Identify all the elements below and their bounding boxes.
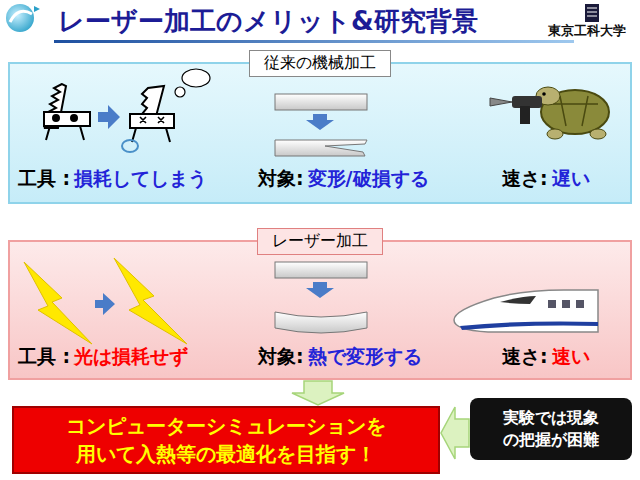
- panel-tab: 従来の機械加工: [249, 50, 391, 77]
- text-row: 工具 :損耗してしまう: [18, 166, 207, 192]
- tab-row: 従来の機械加工: [249, 50, 391, 77]
- process-panel: レーザー加工工具 :光は損耗せず対象:熱で変形する速さ:速い: [8, 240, 632, 380]
- field-value: 光は損耗せず: [74, 344, 188, 370]
- block-arrow: [292, 381, 344, 405]
- title-underline: [54, 40, 574, 43]
- field-name: 対象:: [258, 344, 304, 370]
- saw-tool-new: [44, 84, 90, 140]
- text-row: 対象:熱で変形する: [258, 344, 422, 370]
- saw-tool-worn: [122, 69, 210, 152]
- field-value: 速い: [552, 344, 590, 370]
- field-value: 熱で変形する: [308, 344, 422, 370]
- field-name: 速さ:: [502, 344, 548, 370]
- box-text: 実験では現象 の把握が困難: [500, 407, 602, 452]
- text-row: 対象:変形/破損する: [258, 166, 429, 192]
- university-emblem: [585, 4, 599, 22]
- field-name: 対象:: [258, 166, 304, 192]
- text-row: 速さ:遅い: [502, 166, 590, 192]
- change-arrow: [98, 105, 120, 129]
- tab-row: レーザー加工: [257, 228, 383, 255]
- university-name: 東京工科大学: [548, 22, 626, 40]
- field-value: 変形/破損する: [308, 166, 429, 192]
- block-arrow: [441, 407, 469, 459]
- field-value: 遅い: [552, 166, 590, 192]
- turtle-with-drill: [490, 87, 609, 139]
- box-text: コンピューターシミュレーションを 用いて入熱等の最適化を目指す！: [61, 412, 391, 468]
- workpiece-mechanical: [275, 94, 367, 156]
- goal-box: コンピューターシミュレーションを 用いて入熱等の最適化を目指す！: [12, 406, 440, 474]
- text-row: 速さ:速い: [502, 344, 590, 370]
- shinkansen-train: [454, 290, 598, 332]
- note-box: 実験では現象 の把握が困難: [470, 398, 632, 460]
- laser-lightning: [24, 258, 187, 344]
- process-panel: 従来の機械加工工具 :損耗してしまう対象:変形/破損する速さ:遅い: [8, 62, 632, 204]
- text-row: 工具 :光は損耗せず: [18, 344, 188, 370]
- field-value: 損耗してしまう: [74, 166, 207, 192]
- panel-tab: レーザー加工: [257, 228, 383, 255]
- slide-title: レーザー加工のメリット&研究背景: [58, 4, 478, 39]
- field-name: 速さ:: [502, 166, 548, 192]
- logo-swirl: [6, 4, 40, 32]
- workpiece-laser: [275, 262, 367, 333]
- change-arrow: [95, 293, 115, 315]
- field-name: 工具 :: [18, 344, 70, 370]
- field-name: 工具 :: [18, 166, 70, 192]
